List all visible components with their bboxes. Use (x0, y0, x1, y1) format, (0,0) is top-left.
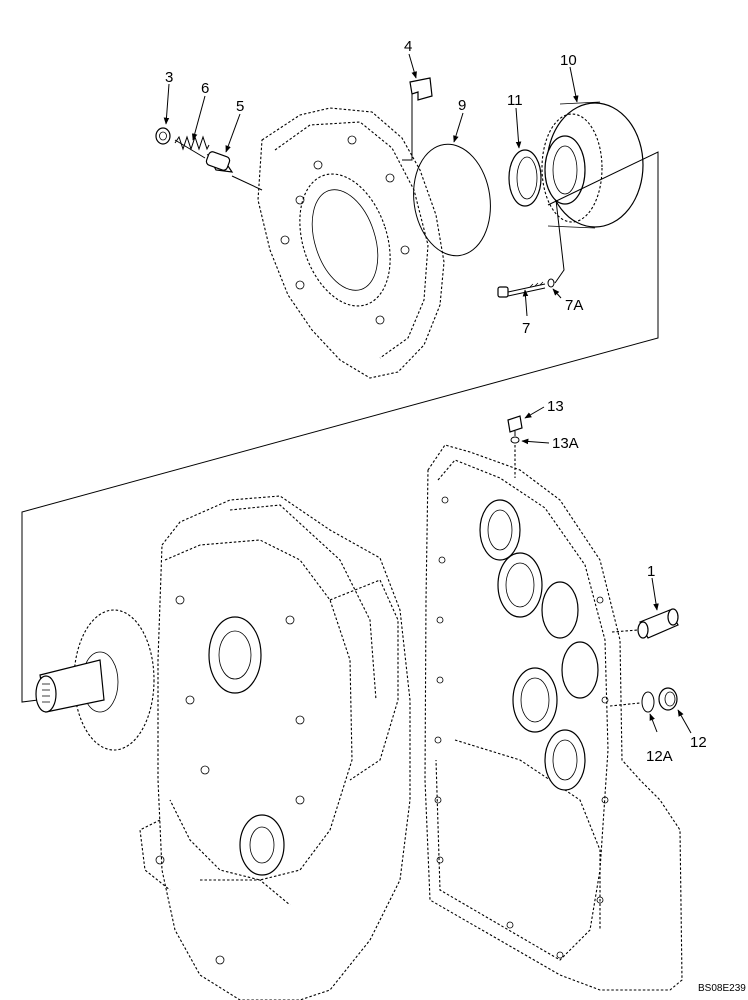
part-5-valve (205, 151, 234, 173)
callout-7a: 7A (565, 297, 583, 314)
callout-13: 13 (547, 398, 564, 415)
part-11-ring (508, 149, 542, 207)
part-1-sleeve (637, 608, 679, 639)
callout-10: 10 (560, 52, 577, 69)
part-13a-seal (510, 436, 520, 444)
part-6-spring (174, 135, 210, 159)
callout-4: 4 (404, 38, 412, 55)
reference-code: BS08E239 (698, 983, 746, 994)
assembly-connector-line (21, 151, 659, 703)
part-7a-washer (547, 278, 555, 288)
callout-1: 1 (647, 563, 655, 580)
part-9-o-ring (413, 143, 491, 257)
part-13-plug (507, 415, 523, 436)
pump-drive-flange (35, 609, 155, 751)
part-10-pump (541, 101, 644, 229)
callout-6: 6 (201, 80, 209, 97)
rear-cover-plate (424, 444, 683, 991)
callout-7: 7 (522, 320, 530, 337)
callout-5: 5 (236, 98, 244, 115)
callout-12a: 12A (646, 748, 673, 765)
part-7-bolt (497, 281, 546, 298)
front-cover-housing (257, 107, 445, 379)
callout-3: 3 (165, 69, 173, 86)
callout-11: 11 (507, 92, 523, 109)
part-12-plug (658, 687, 678, 711)
transmission-housing (139, 495, 411, 1000)
part-12a-o-ring (641, 691, 655, 713)
part-3-plug (155, 127, 171, 145)
callout-12: 12 (690, 734, 707, 751)
callout-13a: 13A (552, 435, 579, 452)
part-4-clip (402, 77, 433, 161)
callout-9: 9 (458, 97, 466, 114)
